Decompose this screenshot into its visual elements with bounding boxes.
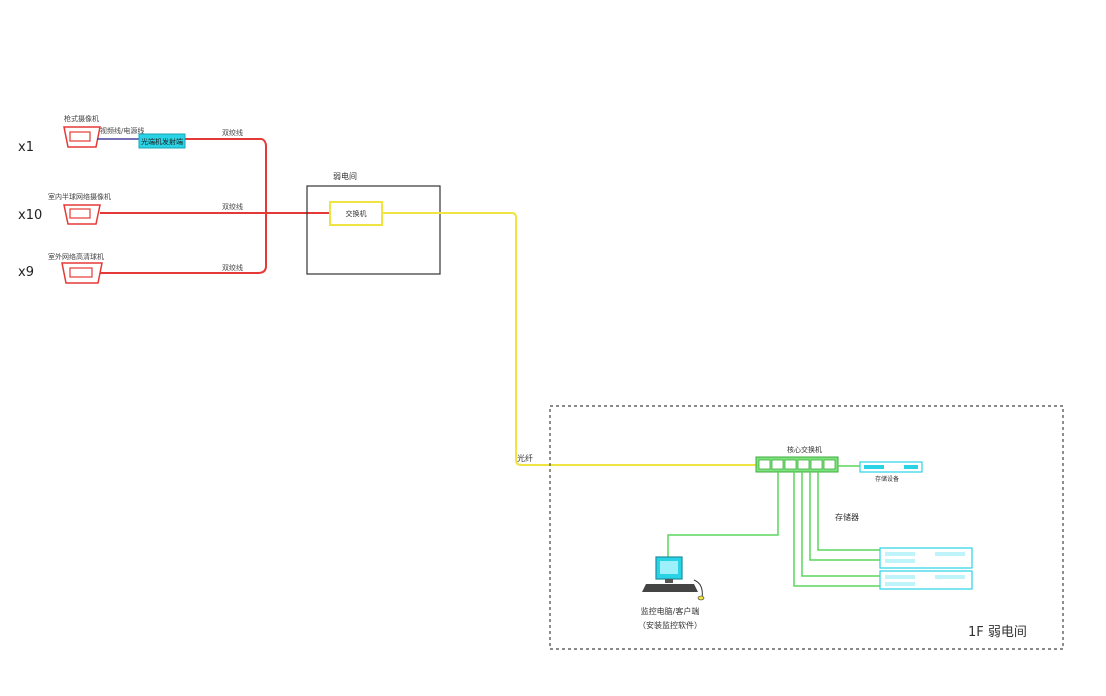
- field-room-title: 弱电间: [333, 171, 357, 181]
- fiber-link: [382, 212, 756, 466]
- field-room-box: [306, 185, 441, 275]
- storage-label: 存储设备: [875, 475, 899, 483]
- core-switch: [755, 456, 839, 473]
- camera-1-cable-label: 双绞线: [222, 128, 243, 137]
- camera-1-label: 枪式摄像机: [64, 114, 99, 123]
- monitor-pc-label: 监控电脑/客户端: [641, 606, 700, 616]
- converter-label: 光端机发射端: [141, 137, 183, 146]
- camera-1-count: x1: [18, 140, 34, 155]
- monitor-pc-sublabel: （安装监控软件）: [638, 620, 702, 630]
- camera-2-cable-label: 双绞线: [222, 202, 243, 211]
- monitor-room-box: [549, 405, 1064, 650]
- camera-1-icon: [63, 126, 101, 148]
- lan-link-2: [809, 472, 880, 561]
- camera-2-icon: [63, 204, 101, 225]
- floor-label: 1F 弱电间: [968, 625, 1027, 640]
- camera-3-count: x9: [18, 265, 34, 280]
- lan-link-1: [817, 472, 880, 551]
- lan-link-4: [793, 472, 880, 587]
- lan-link-pc: [667, 472, 779, 557]
- camera-3-icon: [61, 262, 103, 284]
- camera-1-cable-tag: 视频线/电源线: [100, 126, 144, 135]
- camera-3-cable-label: 双绞线: [222, 263, 243, 272]
- field-switch-label: 交换机: [346, 209, 367, 218]
- fiber-label: 光纤: [517, 453, 533, 463]
- camera-2-count: x10: [18, 208, 42, 223]
- nvr-label: 存储器: [835, 512, 859, 522]
- storage-device: [859, 461, 923, 473]
- monitor-pc-icon: [642, 556, 705, 601]
- core-switch-title: 核心交换机: [787, 445, 822, 454]
- lan-link-3: [801, 472, 880, 577]
- camera-3-label: 室外网络高清球机: [48, 252, 104, 261]
- camera-2-label: 室内半球网络摄像机: [48, 192, 111, 201]
- nvr-stack: [879, 547, 973, 590]
- converter-box: [138, 133, 186, 149]
- trunk-cable: [257, 138, 267, 274]
